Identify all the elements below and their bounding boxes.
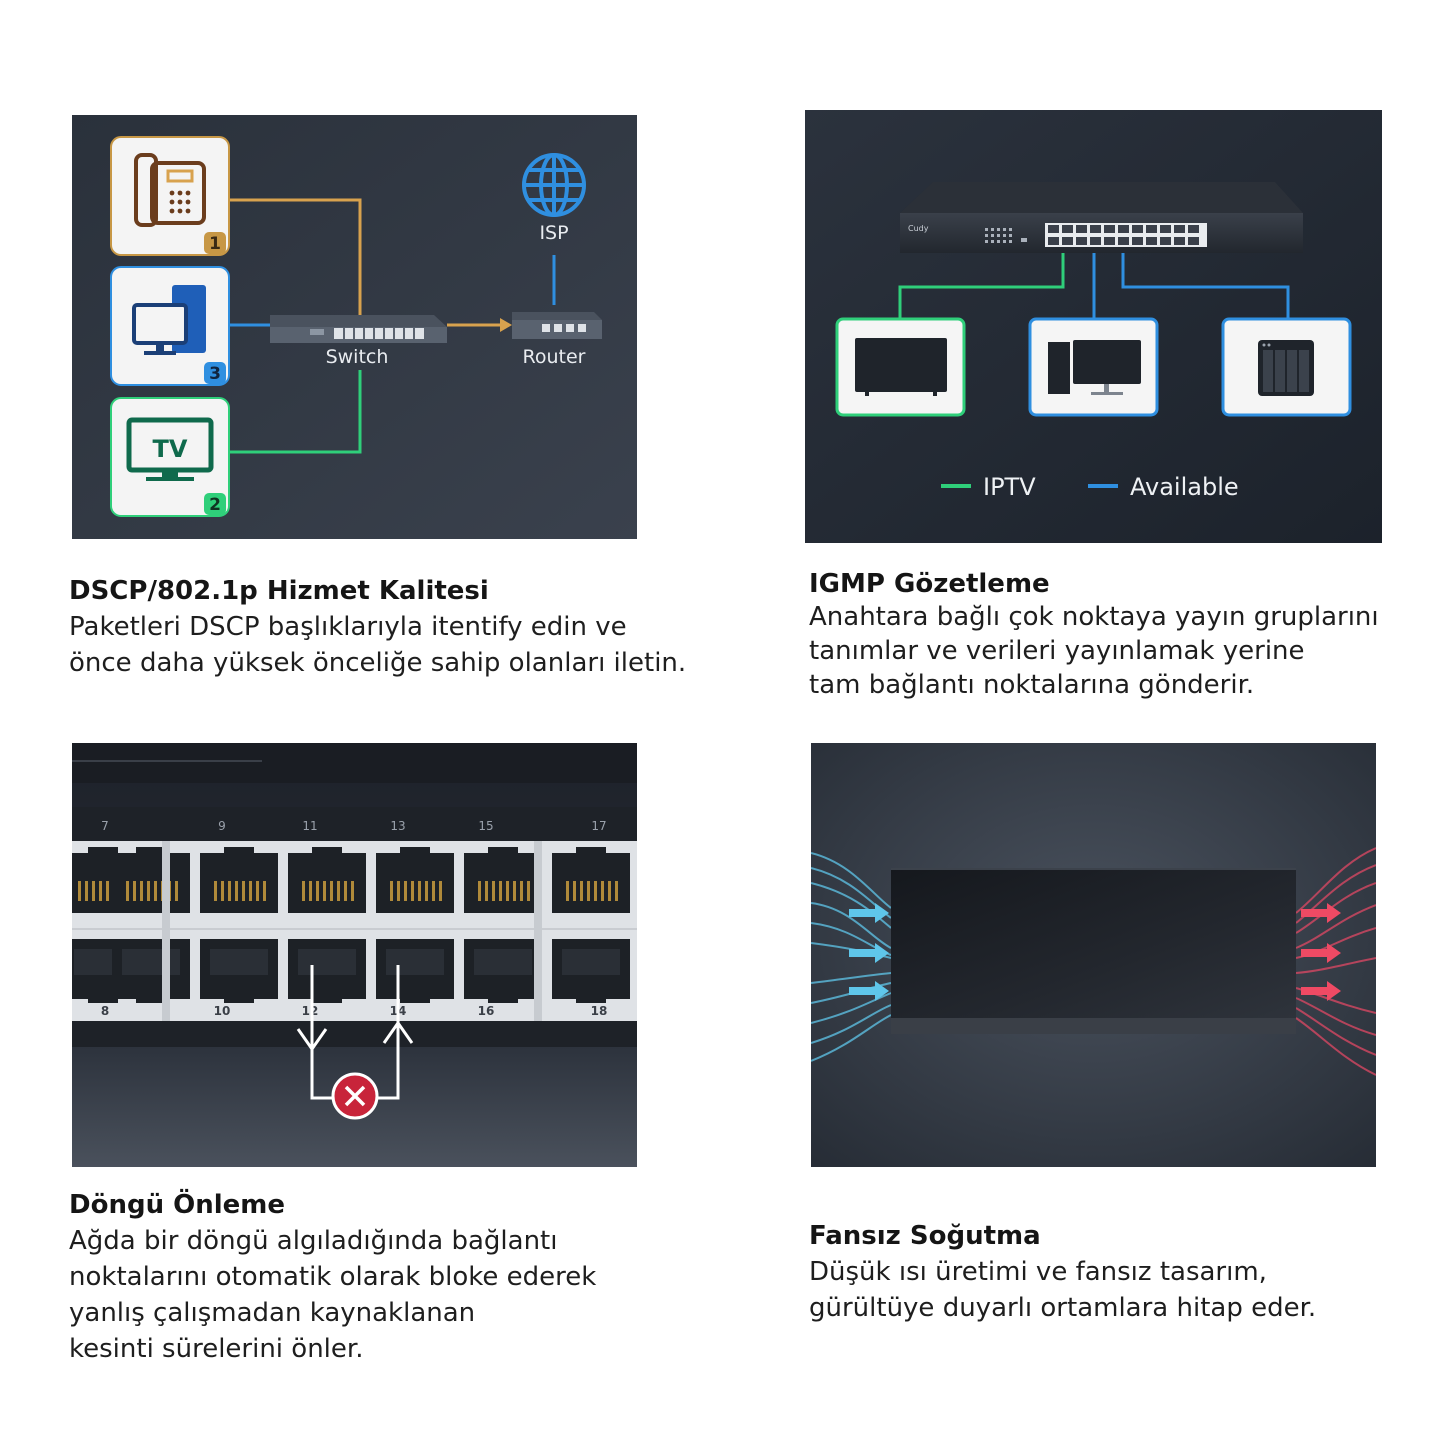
priority-badge-1: 1 xyxy=(209,234,221,254)
ethernet-port xyxy=(200,939,278,1003)
pc-device-card xyxy=(1028,317,1159,417)
qos-title: DSCP/802.1p Hizmet Kalitesi xyxy=(69,576,489,606)
available-legend-label: Available xyxy=(1130,473,1239,501)
fanless-switch-device xyxy=(891,868,1296,1034)
fanless-description-line: gürültüye duyarlı ortamlara hitap eder. xyxy=(809,1293,1317,1323)
available-line xyxy=(1121,253,1290,318)
iptv-line xyxy=(898,253,1065,318)
hot-air-arrow-icon xyxy=(1301,903,1341,1001)
qos-description-line: Paketleri DSCP başlıklarıyla itentify ed… xyxy=(69,612,627,642)
igmp-switch-device: Cudy xyxy=(900,182,1303,253)
ethernet-port xyxy=(464,939,542,1003)
port-number-label: 11 xyxy=(302,819,317,833)
isp-label: ISP xyxy=(539,222,568,244)
qos-illustration: 1 3 TV 2 xyxy=(72,115,637,539)
cool-air-arrow-icon xyxy=(849,903,889,1001)
ethernet-port xyxy=(376,847,454,913)
ethernet-port xyxy=(552,939,630,1003)
port-number-label: 17 xyxy=(591,819,606,833)
computer-device-card: 3 xyxy=(110,266,230,386)
router-label: Router xyxy=(523,346,586,368)
port-number-label: 15 xyxy=(478,819,493,833)
ethernet-port xyxy=(288,939,366,1003)
router-device xyxy=(512,312,602,339)
qos-description: Paketleri DSCP başlıklarıyla itentify ed… xyxy=(69,609,686,681)
brand-logo: Cudy xyxy=(908,224,929,233)
ethernet-port xyxy=(552,847,630,913)
port-number-label: 18 xyxy=(591,1004,608,1018)
qos-description-line: önce daha yüksek önceliğe sahip olanları… xyxy=(69,648,687,678)
nas-storage-icon xyxy=(1258,340,1314,396)
ethernet-port xyxy=(112,847,190,913)
hot-airflow-lines xyxy=(1295,847,1376,1076)
igmp-description-line: Anahtara bağlı çok noktaya yayın gruplar… xyxy=(809,602,1379,632)
priority-1-line xyxy=(230,198,362,315)
ethernet-port xyxy=(464,847,542,913)
loop-title: Döngü Önleme xyxy=(69,1190,286,1220)
priority-badge-3: 3 xyxy=(209,364,221,384)
igmp-title: IGMP Gözetleme xyxy=(809,569,1050,599)
loop-description-line: kesinti sürelerini önler. xyxy=(69,1334,364,1364)
fanless-description: Düşük ısı üretimi ve fansız tasarım, gür… xyxy=(809,1254,1316,1326)
port-number-label: 12 xyxy=(302,1004,319,1018)
priority-2-line xyxy=(230,370,362,454)
port-block-divider xyxy=(162,841,170,1021)
computer-icon xyxy=(132,285,206,355)
ethernet-port xyxy=(200,847,278,913)
down-arrow-icon xyxy=(296,1028,328,1052)
fanless-description-line: Düşük ısı üretimi ve fansız tasarım, xyxy=(809,1257,1267,1287)
nas-device-card xyxy=(1221,317,1352,417)
igmp-description: Anahtara bağlı çok noktaya yayın gruplar… xyxy=(809,600,1379,702)
port-number-label: 7 xyxy=(101,819,109,833)
port-array xyxy=(72,841,630,1021)
ethernet-port xyxy=(288,847,366,913)
up-arrow-icon xyxy=(382,1020,414,1044)
phone-device-card: 1 xyxy=(110,136,230,256)
port-number-label: 8 xyxy=(101,1004,109,1018)
igmp-description-line: tam bağlantı noktalarına gönderir. xyxy=(809,670,1255,700)
fanless-title: Fansız Soğutma xyxy=(809,1221,1041,1251)
loop-description-line: Ağda bir döngü algıladığında bağlantı xyxy=(69,1226,558,1256)
flat-tv-icon xyxy=(855,338,947,396)
blocked-x-icon xyxy=(331,1072,379,1120)
port-block-divider xyxy=(534,841,542,1021)
switch-label: Switch xyxy=(326,346,389,368)
loop-description-line: noktalarını otomatik olarak bloke ederek xyxy=(69,1262,597,1292)
igmp-illustration: Cudy xyxy=(805,110,1382,543)
port-number-label: 16 xyxy=(478,1004,495,1018)
igmp-description-line: tanımlar ve verileri yayınlamak yerine xyxy=(809,636,1305,666)
ethernet-port xyxy=(376,939,454,1003)
tv-device-card: TV 2 xyxy=(110,397,230,517)
port-number-label: 9 xyxy=(218,819,226,833)
phone-icon xyxy=(134,153,206,227)
tv-label: TV xyxy=(153,435,188,463)
desktop-computer-icon xyxy=(1048,340,1141,395)
tv-icon xyxy=(126,417,214,481)
loop-description-line: yanlış çalışmadan kaynaklanan xyxy=(69,1298,476,1328)
globe-icon xyxy=(522,153,586,217)
switch-device xyxy=(270,315,447,343)
iptv-legend-label: IPTV xyxy=(983,473,1036,501)
ethernet-port xyxy=(112,939,190,1003)
loop-description: Ağda bir döngü algıladığında bağlantı no… xyxy=(69,1223,596,1367)
port-number-label: 13 xyxy=(390,819,405,833)
tv-device-card xyxy=(835,317,966,417)
fanless-illustration xyxy=(811,743,1376,1167)
port-number-label: 10 xyxy=(214,1004,231,1018)
priority-badge-2: 2 xyxy=(209,495,221,515)
